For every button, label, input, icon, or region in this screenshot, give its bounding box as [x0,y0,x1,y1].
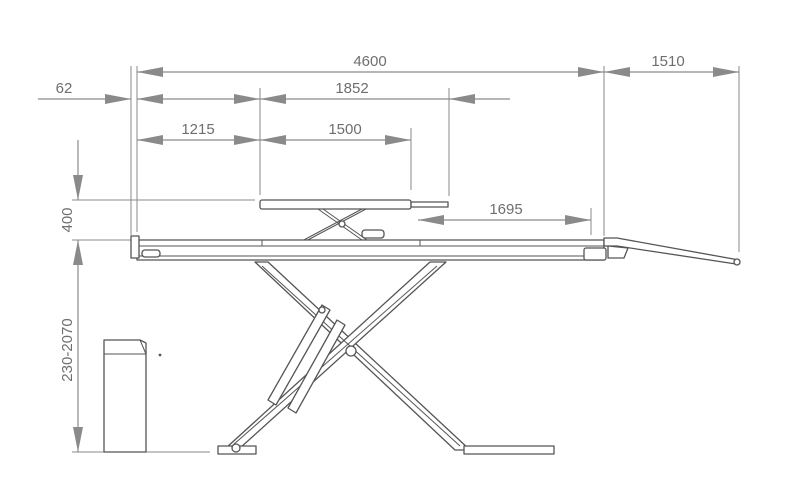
hydraulic-cylinder-2 [287,319,346,414]
cylinder-pivot [318,306,326,314]
scissor-mechanism [217,261,555,455]
dim-platform-span: 1852 [137,80,510,104]
scissor-arm-a [254,261,471,451]
cabinet-body [103,339,147,453]
dim-overall-length: 4600 [137,53,604,77]
dim-ramp-section: 1695 [418,201,591,225]
ramp-hinge [607,245,629,259]
hydraulic-cylinder-1 [267,304,331,406]
dim-second-lift-height: 400 [59,140,83,265]
extension-lines [72,66,740,453]
main-platform [130,235,607,261]
platform-front-stop [130,235,140,259]
base-foot-rear [463,445,555,455]
dim-label-400: 400 [59,207,76,232]
dim-second-lift-length: 1500 [260,121,411,145]
jacking-beam [259,199,449,243]
dim-label-4600: 4600 [353,53,386,70]
dim-label-1695: 1695 [489,201,522,218]
jack-pivot [338,220,346,228]
dim-label-1500: 1500 [328,121,361,138]
dim-label-1510: 1510 [651,53,684,70]
dim-lift-height-range: 230-2070 [59,262,83,452]
dim-label-1852: 1852 [335,80,368,97]
drive-on-ramp [603,237,741,266]
jack-cylinder [361,229,385,239]
dim-offset-second-lift: 1215 [137,121,260,145]
jack-pad [259,199,412,210]
dim-label-230-2070: 230-2070 [59,318,76,381]
scissor-pivot [345,345,357,357]
dim-label-62: 62 [56,80,73,97]
platform-beam [136,239,605,261]
control-cabinet [103,339,162,453]
dim-ramp-length: 1510 [604,53,739,77]
dim-label-1215: 1215 [181,121,214,138]
base-roller [231,443,241,453]
jack-pad-extension [410,201,449,208]
ramp-tip-roller [733,258,741,266]
platform-rear-block [583,247,607,261]
dim-front-offset: 62 [38,80,131,104]
cabinet-indicator-dot [158,353,162,357]
platform-front-block [141,249,161,258]
